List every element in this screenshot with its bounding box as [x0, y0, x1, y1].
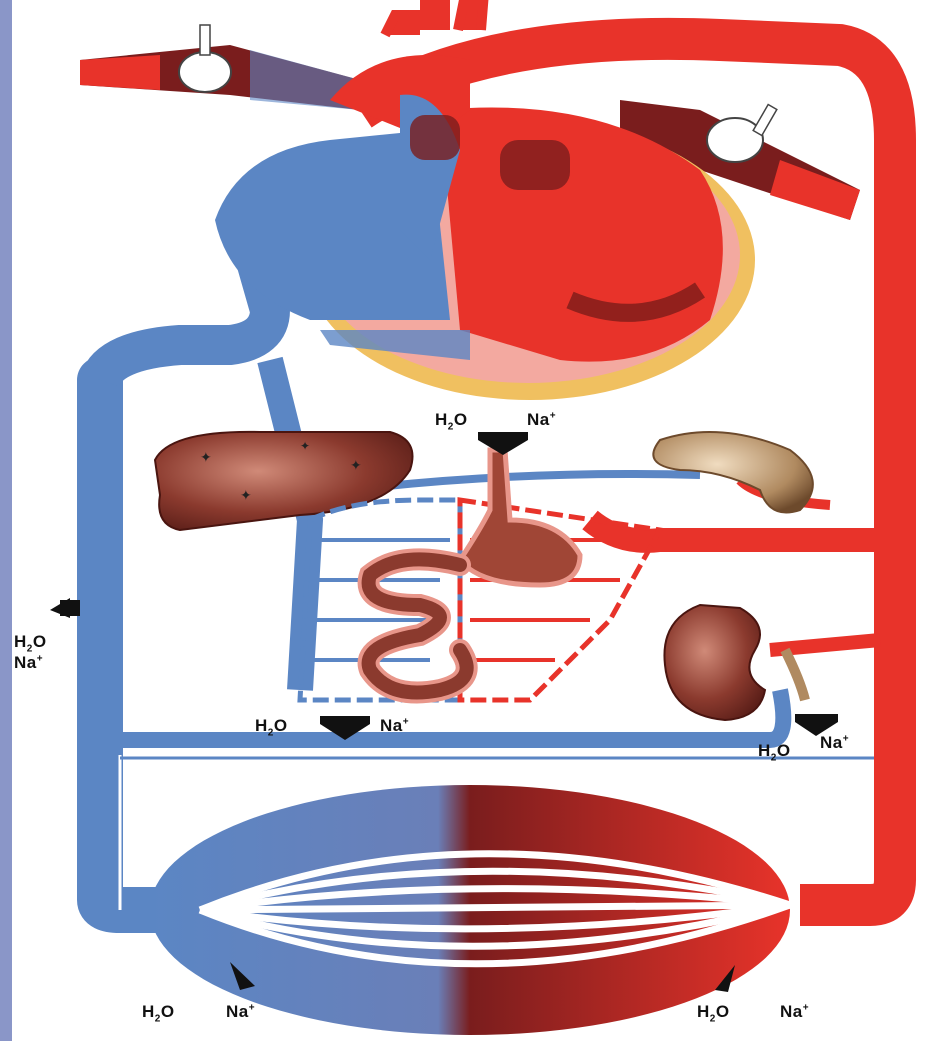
svg-text:✦: ✦: [240, 487, 252, 503]
h2o-label-kidney: H2O: [758, 741, 791, 763]
lung-left: [80, 25, 360, 110]
na-label-left: Na+: [14, 653, 43, 673]
arrow-icon: [478, 432, 528, 455]
na-label-muscle-right: Na+: [780, 1002, 809, 1022]
kidney-icon: [664, 605, 765, 720]
svg-text:✦: ✦: [350, 457, 362, 473]
na-label-muscle-left: Na+: [226, 1002, 255, 1022]
liver-icon: [155, 432, 413, 530]
muscle-capillary-bed: [150, 785, 790, 1035]
arrow-icon: [50, 598, 80, 618]
na-label-kidney: Na+: [820, 733, 849, 753]
h2o-label-stomach: H2O: [435, 410, 468, 432]
h2o-label-muscle-left: H2O: [142, 1002, 175, 1024]
h2o-label-gut: H2O: [255, 716, 288, 738]
svg-text:✦: ✦: [200, 449, 212, 465]
na-label-stomach: Na+: [527, 410, 556, 430]
liver: ✦ ✦ ✦ ✦: [155, 432, 413, 530]
lung-icon: [179, 52, 231, 92]
h2o-label-left: H2O: [14, 632, 47, 654]
na-label-gut: Na+: [380, 716, 409, 736]
h2o-label-muscle-right: H2O: [697, 1002, 730, 1024]
svg-text:✦: ✦: [300, 439, 310, 453]
